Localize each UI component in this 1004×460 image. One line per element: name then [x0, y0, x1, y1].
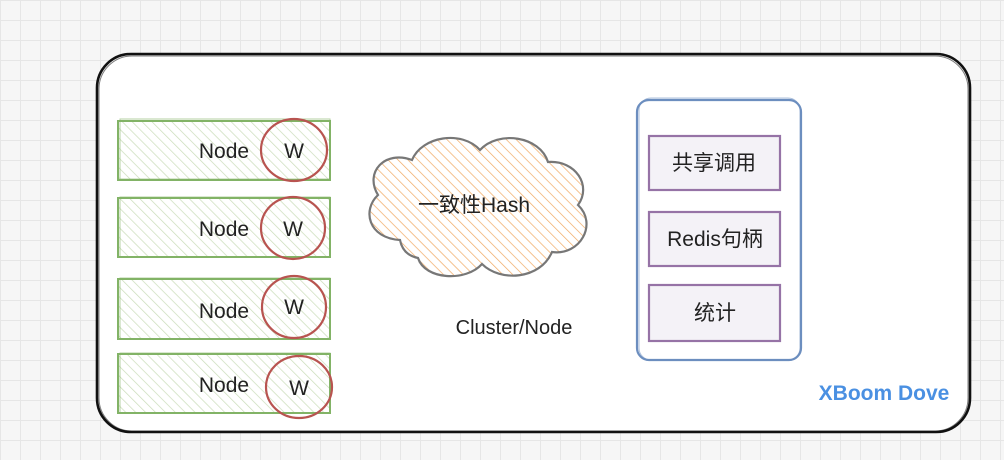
service-redis-handle: Redis句柄 [647, 210, 782, 268]
cluster-label: Cluster/Node [456, 317, 573, 339]
hash-label: 一致性Hash [418, 194, 530, 217]
worker-label: W [284, 140, 304, 163]
cluster-node-3: Node W [117, 274, 331, 340]
service-label: Redis句柄 [667, 228, 763, 251]
cluster-node-4: Node W [117, 352, 334, 420]
service-statistics: 统计 [647, 283, 782, 343]
node-label: Node [199, 218, 249, 241]
service-shared-call: 共享调用 [647, 134, 782, 192]
cluster-node-2: Node W [117, 195, 331, 261]
worker-badge: W [260, 274, 328, 340]
services-panel: 共享调用 Redis句柄 统计 [635, 97, 803, 362]
worker-badge: W [259, 117, 329, 183]
worker-badge: W [264, 354, 334, 420]
worker-badge: W [259, 195, 327, 261]
worker-label: W [284, 296, 304, 319]
cluster-node-1: Node W [117, 117, 331, 183]
consistent-hash-cloud: 一致性Hash [368, 136, 588, 278]
service-label: 统计 [694, 302, 736, 325]
brand-label: XBoom Dove [819, 382, 950, 405]
node-label: Node [199, 140, 249, 163]
worker-label: W [283, 218, 303, 241]
node-label: Node [199, 300, 249, 323]
node-label: Node [199, 374, 249, 397]
worker-label: W [289, 377, 309, 400]
service-label: 共享调用 [672, 152, 756, 175]
